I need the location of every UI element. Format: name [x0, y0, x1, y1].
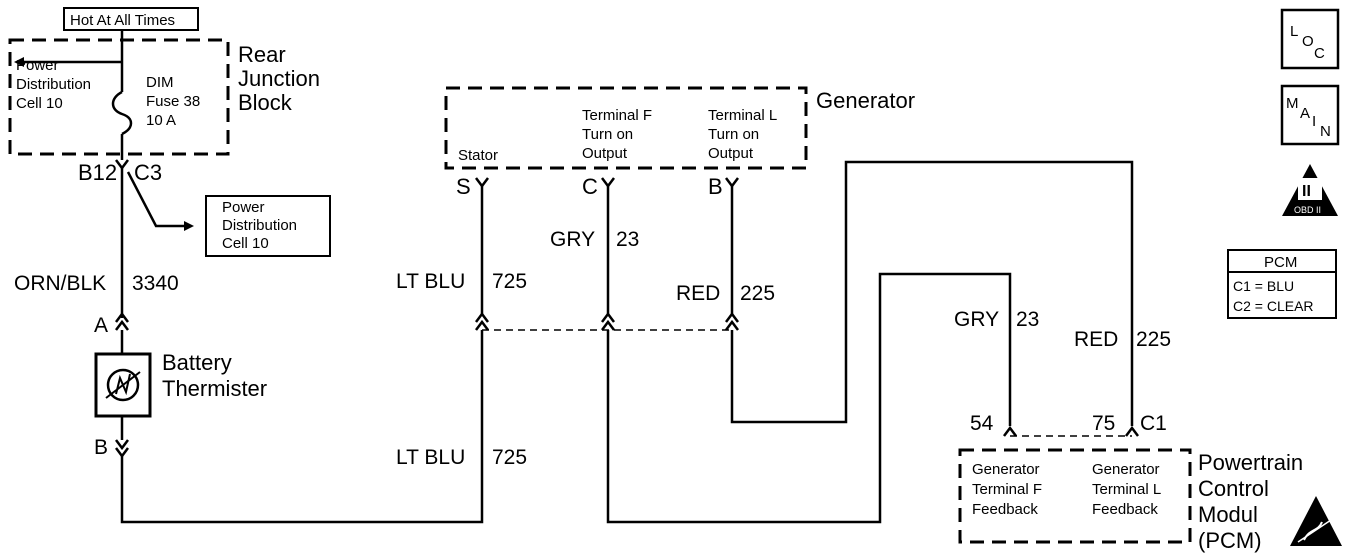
generator-terminal-l-line-2: Turn on: [708, 126, 759, 143]
wire-725: LT BLU 725 LT BLU 725: [396, 186, 527, 469]
wire-725-top-color: LT BLU: [396, 270, 465, 293]
wire-23-pcm-circuit: 23: [1016, 308, 1039, 331]
pcm-legend-c1: C1 = BLU: [1233, 278, 1294, 294]
wire-23-pcm-color: GRY: [954, 308, 999, 331]
fuse-line-3: 10 A: [146, 112, 176, 129]
pcm-feedback-l-line-2: Terminal L: [1092, 481, 1161, 498]
wire-225-pcm-color: RED: [1074, 328, 1118, 351]
esd-warning-icon: [1290, 496, 1342, 546]
power-distribution-ref-line-2: Distribution: [222, 217, 297, 234]
battery-thermister-title-2: Thermister: [162, 376, 267, 401]
battery-thermister: Battery Thermister B: [94, 330, 484, 524]
wire-725-bottom-color: LT BLU: [396, 446, 465, 469]
pcm-feedback-f-line-1: Generator: [972, 461, 1040, 478]
obd-ii-icon: II OBD II: [1282, 164, 1338, 216]
power-distribution-line-1: Power: [16, 57, 59, 74]
rear-junction-title-3: Block: [238, 90, 293, 115]
main-icon: M A I N: [1280, 84, 1340, 146]
generator-pin-b: B: [708, 174, 723, 199]
thermister-pin-a: A: [94, 314, 108, 337]
wire-725-top-circuit: 725: [492, 270, 527, 293]
rear-junction-title-2: Junction: [238, 66, 320, 91]
loc-icon-letter-o: O: [1302, 33, 1314, 50]
pcm-pin-54: 54: [970, 412, 994, 435]
power-distribution-ref-line-3: Cell 10: [222, 235, 269, 252]
generator-title: Generator: [816, 88, 915, 113]
pcm-title-4: (PCM): [1198, 528, 1262, 553]
generator-terminal-f-line-3: Output: [582, 145, 628, 162]
wire-23-generator: GRY 23: [550, 186, 1012, 524]
wire-725-bottom-circuit: 725: [492, 446, 527, 469]
loc-icon-letter-l: L: [1290, 23, 1298, 40]
generator-terminal-l-line-1: Terminal L: [708, 107, 777, 124]
wire-225-generator: RED 225: [676, 160, 1134, 426]
obd-ii-numeral: II: [1302, 183, 1311, 200]
fuse-line-2: Fuse 38: [146, 93, 200, 110]
connector-c3-label: C3: [134, 160, 162, 185]
obd-ii-label: OBD II: [1294, 205, 1321, 215]
wire-23-top-color: GRY: [550, 228, 595, 251]
power-distribution-reference: Power Distribution Cell 10: [126, 171, 331, 257]
pcm-title-3: Modul: [1198, 502, 1258, 527]
power-distribution-ref-line-1: Power: [222, 199, 265, 216]
pcm-title-2: Control: [1198, 476, 1269, 501]
pcm-feedback-l-line-1: Generator: [1092, 461, 1160, 478]
wire-225-top-color: RED: [676, 282, 720, 305]
power-distribution-line-2: Distribution: [16, 76, 91, 93]
generator-terminal-l-line-3: Output: [708, 145, 754, 162]
generator: Generator Stator Terminal F Turn on Outp…: [444, 86, 915, 199]
pcm-feedback-l-line-3: Feedback: [1092, 501, 1158, 518]
pcm-legend-title: PCM: [1264, 254, 1297, 271]
hot-at-all-times-label: Hot At All Times: [70, 12, 175, 29]
wire-225-pcm-circuit: 225: [1136, 328, 1171, 351]
pcm-pin-75: 75: [1092, 412, 1115, 435]
generator-stator-label: Stator: [458, 147, 498, 164]
wire-3340-circuit: 3340: [132, 272, 179, 295]
generator-terminal-f-line-1: Terminal F: [582, 107, 652, 124]
main-icon-letter-m: M: [1286, 95, 1299, 112]
main-icon-letter-a: A: [1300, 105, 1310, 122]
pcm-title-1: Powertrain: [1198, 450, 1303, 475]
power-distribution-line-3: Cell 10: [16, 95, 63, 112]
pcm-connector-c1: C1: [1140, 412, 1167, 435]
wire-225-top-circuit: 225: [740, 282, 775, 305]
rear-junction-block: Hot At All Times Power Distribution Cell…: [8, 7, 320, 185]
pcm-feedback-f-line-2: Terminal F: [972, 481, 1042, 498]
loc-icon: L O C: [1280, 8, 1340, 70]
rear-junction-title-1: Rear: [238, 42, 286, 67]
main-icon-letter-n: N: [1320, 123, 1331, 140]
wire-3340: ORN/BLK 3340 A: [14, 168, 179, 354]
wire-3340-color: ORN/BLK: [14, 272, 106, 295]
wire-23-top-circuit: 23: [616, 228, 639, 251]
generator-terminal-f-line-2: Turn on: [582, 126, 633, 143]
pcm-legend-c2: C2 = CLEAR: [1233, 298, 1314, 314]
pcm-legend: PCM C1 = BLU C2 = CLEAR: [1227, 249, 1337, 319]
pcm: GRY 23 RED 225 54 75 C1 Generator Termin…: [954, 308, 1303, 553]
fuse-line-1: DIM: [146, 74, 174, 91]
thermister-pin-b: B: [94, 436, 108, 459]
pcm-feedback-f-line-3: Feedback: [972, 501, 1038, 518]
generator-pin-s: S: [456, 174, 471, 199]
connector-b12-label: B12: [78, 160, 117, 185]
generator-pin-c: C: [582, 174, 598, 199]
main-icon-letter-i: I: [1312, 113, 1316, 130]
battery-thermister-title-1: Battery: [162, 350, 232, 375]
loc-icon-letter-c: C: [1314, 45, 1325, 62]
